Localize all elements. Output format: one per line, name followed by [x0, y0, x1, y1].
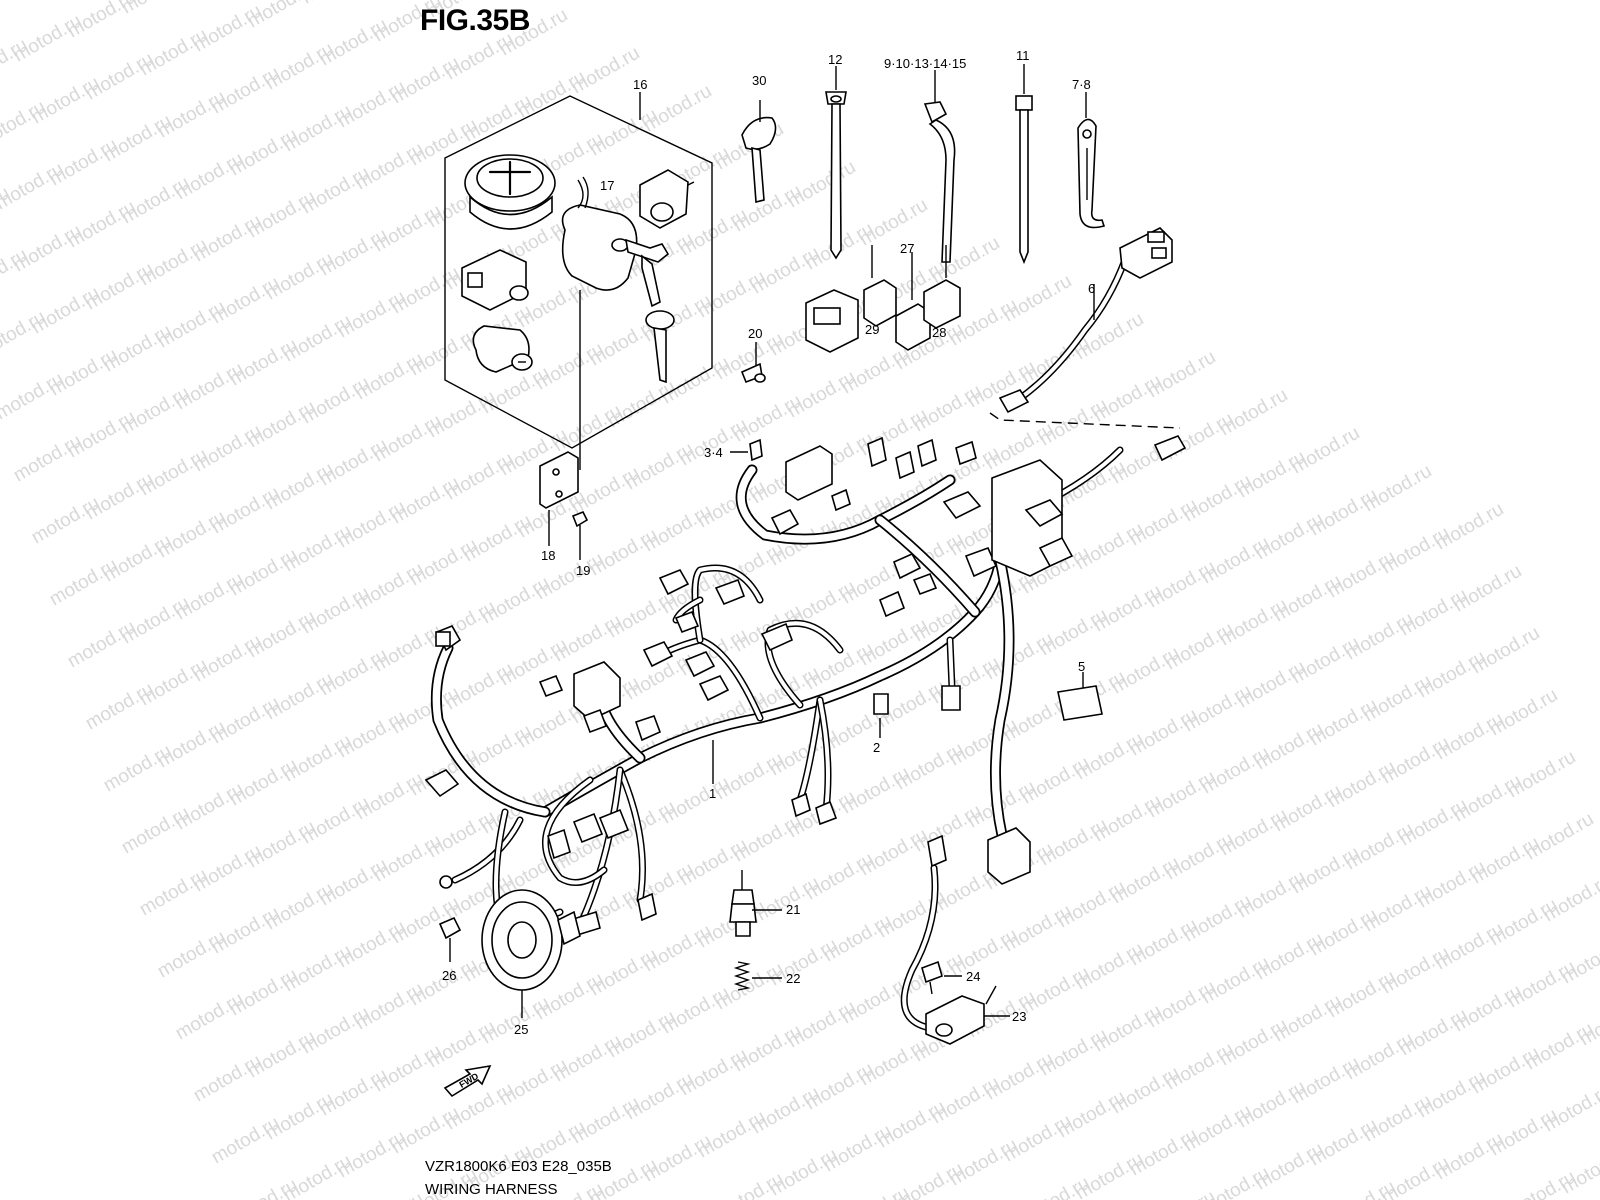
callout-22: 22 [786, 971, 800, 986]
callout-5: 5 [1078, 659, 1085, 674]
callout-1: 1 [709, 786, 716, 801]
relays-drawing [805, 245, 961, 353]
cable-clamp-9-drawing [923, 70, 956, 263]
callout-11: 11 [1016, 48, 1030, 63]
callout-18: 18 [541, 548, 555, 563]
callout-23: 23 [1012, 1009, 1026, 1024]
callout-9-10-13-14-15: 9·10·13·14·15 [884, 56, 966, 71]
clamp-7-8-drawing [1077, 92, 1106, 229]
callout-16: 16 [633, 77, 647, 92]
cable-tie-11-drawing [1015, 64, 1033, 265]
ignition-switch-drawing [561, 176, 675, 384]
key-drawing [741, 100, 777, 204]
sensor-23-drawing [900, 834, 1010, 1045]
callout-3-4: 3·4 [704, 445, 723, 460]
steering-lock-drawing [639, 169, 695, 229]
model-code-caption: VZR1800K6 E03 E28_035B [425, 1158, 612, 1175]
fwd-arrow-icon: FWD [443, 1064, 492, 1098]
callout-29: 29 [865, 322, 879, 337]
callout-24: 24 [966, 969, 980, 984]
spring-22-drawing [733, 961, 782, 991]
seat-lock-drawing [461, 249, 529, 311]
bolt-20-drawing [740, 342, 766, 384]
fuse-3-4-drawing [749, 438, 763, 462]
section-name-caption: WIRING HARNESS [425, 1181, 558, 1198]
callout-17: 17 [600, 178, 614, 193]
ignition-switch-set-box [444, 92, 713, 560]
figure-title: FIG.35B [420, 4, 530, 37]
main-harness-drawing [424, 436, 1124, 938]
harness-connectors [424, 436, 1074, 938]
callout-20: 20 [748, 326, 762, 341]
sub-harness-6-drawing [989, 227, 1187, 462]
lock-bracket-drawing [539, 290, 589, 560]
callout-25: 25 [514, 1022, 528, 1037]
callout-19: 19 [576, 563, 590, 578]
callout-28: 28 [932, 325, 946, 340]
cable-tie-12-drawing [825, 66, 847, 260]
callout-30: 30 [752, 73, 766, 88]
callout-6: 6 [1088, 281, 1095, 296]
callout-21: 21 [786, 902, 800, 917]
horn-drawing [438, 889, 581, 1018]
callout-labels: 1 2 3·4 5 6 7·8 9·10·13·14·15 11 12 16 1… [442, 48, 1095, 1037]
callout-27: 27 [900, 241, 914, 256]
fuel-cap-lock-drawing [464, 154, 556, 230]
callout-7-8: 7·8 [1072, 77, 1091, 92]
callout-2: 2 [873, 740, 880, 755]
switch-21-drawing [729, 870, 782, 937]
label-5-drawing [1057, 672, 1103, 721]
callout-26: 26 [442, 968, 456, 983]
cylinder-lock-drawing [472, 325, 533, 373]
callout-12: 12 [828, 52, 842, 67]
